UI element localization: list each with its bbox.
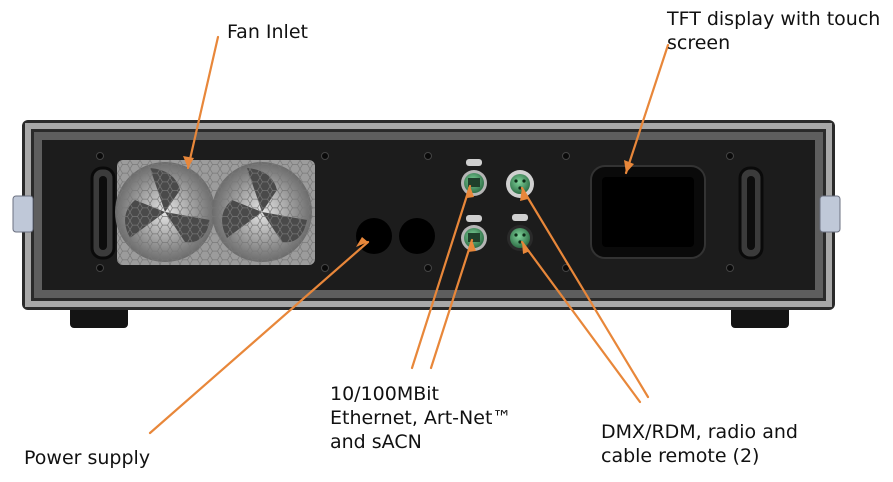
- callout-arrowheads: [183, 156, 634, 254]
- right-latch: [819, 195, 841, 233]
- label-power-supply: Power supply: [24, 447, 151, 469]
- label-ethernet-line2: Ethernet, Art-Net™: [330, 407, 512, 429]
- callout-dmx-1: [520, 186, 650, 399]
- callout-ethernet-1: [410, 184, 472, 370]
- ethernet-connector-bottom: [461, 215, 487, 251]
- ethernet-connector-top: [461, 159, 487, 196]
- tft-display: [590, 165, 706, 259]
- callout-ethernet-2: [429, 238, 474, 370]
- power-socket-2: [399, 218, 435, 254]
- callout-lines: [148, 35, 670, 435]
- callout-fan-inlet: [186, 35, 220, 170]
- dmx-connector-top: [506, 170, 534, 198]
- left-latch: [12, 195, 34, 233]
- callout-tft: [624, 43, 670, 175]
- label-fan-inlet: Fan Inlet: [227, 21, 308, 43]
- label-ethernet: 10/100MBit Ethernet, Art-Net™ and sACN: [330, 382, 511, 454]
- label-ethernet-line3: and sACN: [330, 431, 422, 453]
- label-dmx: DMX/RDM, radio and cable remote (2): [601, 420, 798, 468]
- label-dmx-line2: cable remote (2): [601, 445, 760, 467]
- dmx-connector-bottom: [507, 214, 533, 251]
- label-dmx-line1: DMX/RDM, radio and: [601, 421, 798, 443]
- label-ethernet-line1: 10/100MBit: [330, 383, 439, 405]
- panel-screws: [96, 152, 734, 272]
- callout-power: [148, 240, 370, 435]
- label-tft-line2: screen: [667, 32, 731, 54]
- fan-inlet-grille: [115, 160, 315, 265]
- callout-dmx-2: [520, 240, 642, 404]
- label-tft-line1: TFT display with touch: [667, 8, 881, 30]
- label-tft-display: TFT display with touch screen: [667, 7, 880, 55]
